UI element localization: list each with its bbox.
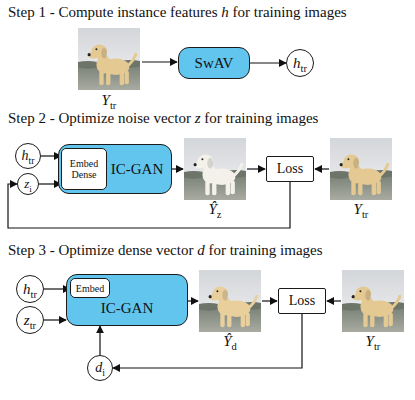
flow-arrow: [172, 168, 183, 169]
noise-circle: ztr: [16, 306, 44, 334]
generated-photo: [180, 138, 250, 200]
flow-arrow: [262, 300, 277, 301]
node-label: Loss: [277, 161, 303, 176]
flow-arrow: [142, 61, 177, 62]
loss-box: Loss: [266, 156, 314, 182]
connector-arrow: [250, 62, 286, 63]
flow-arrow: [327, 300, 341, 301]
generator-box: IC-GAN Embed Dense: [58, 144, 172, 194]
image-label: Ŷd: [190, 333, 270, 350]
training-photo: [74, 28, 144, 90]
feature-circle: htr: [286, 49, 314, 77]
embed-box: Embed: [70, 278, 110, 298]
variable-name: htr: [23, 281, 37, 298]
step-heading: Step 1 - Compute instance features h for…: [8, 4, 347, 21]
image-label: Ytr: [69, 92, 149, 109]
variable-name: htr: [293, 55, 307, 72]
image-label: Ŷz: [175, 201, 255, 218]
noise-circle: zi: [17, 173, 39, 195]
node-label: IC-GAN: [101, 300, 154, 317]
training-photo: [326, 138, 396, 200]
training-photo: [338, 270, 408, 332]
loss-box: Loss: [278, 288, 326, 314]
flow-arrow: [315, 168, 329, 169]
embed-box: Embed Dense: [61, 148, 107, 190]
node-label: Embed Dense: [62, 158, 106, 180]
image-label: Ytr: [321, 201, 401, 218]
flow-arrow: [247, 168, 265, 169]
feature-circle: htr: [16, 275, 44, 303]
node-label: Loss: [289, 293, 315, 308]
node-label: Embed: [76, 283, 104, 294]
variable-name: zi: [24, 177, 32, 191]
variable-name: di: [95, 360, 105, 375]
connector-arrow: [99, 326, 100, 355]
generated-photo: [195, 270, 265, 332]
feature-circle: htr: [15, 143, 41, 169]
variable-name: ztr: [24, 312, 36, 329]
generator-box: IC-GAN Embed: [66, 274, 188, 326]
node-label: SwAV: [195, 55, 234, 72]
dense-circle: di: [87, 355, 113, 381]
node-label: IC-GAN: [111, 161, 164, 178]
flow-arrow: [188, 300, 198, 301]
connector-arrow: [44, 319, 66, 320]
step-heading: Step 3 - Optimize dense vector d for tra…: [8, 242, 323, 259]
step-heading: Step 2 - Optimize noise vector z for tra…: [8, 110, 318, 127]
encoder-box: SwAV: [178, 47, 250, 79]
variable-name: htr: [22, 148, 35, 163]
image-label: Ytr: [333, 333, 413, 350]
